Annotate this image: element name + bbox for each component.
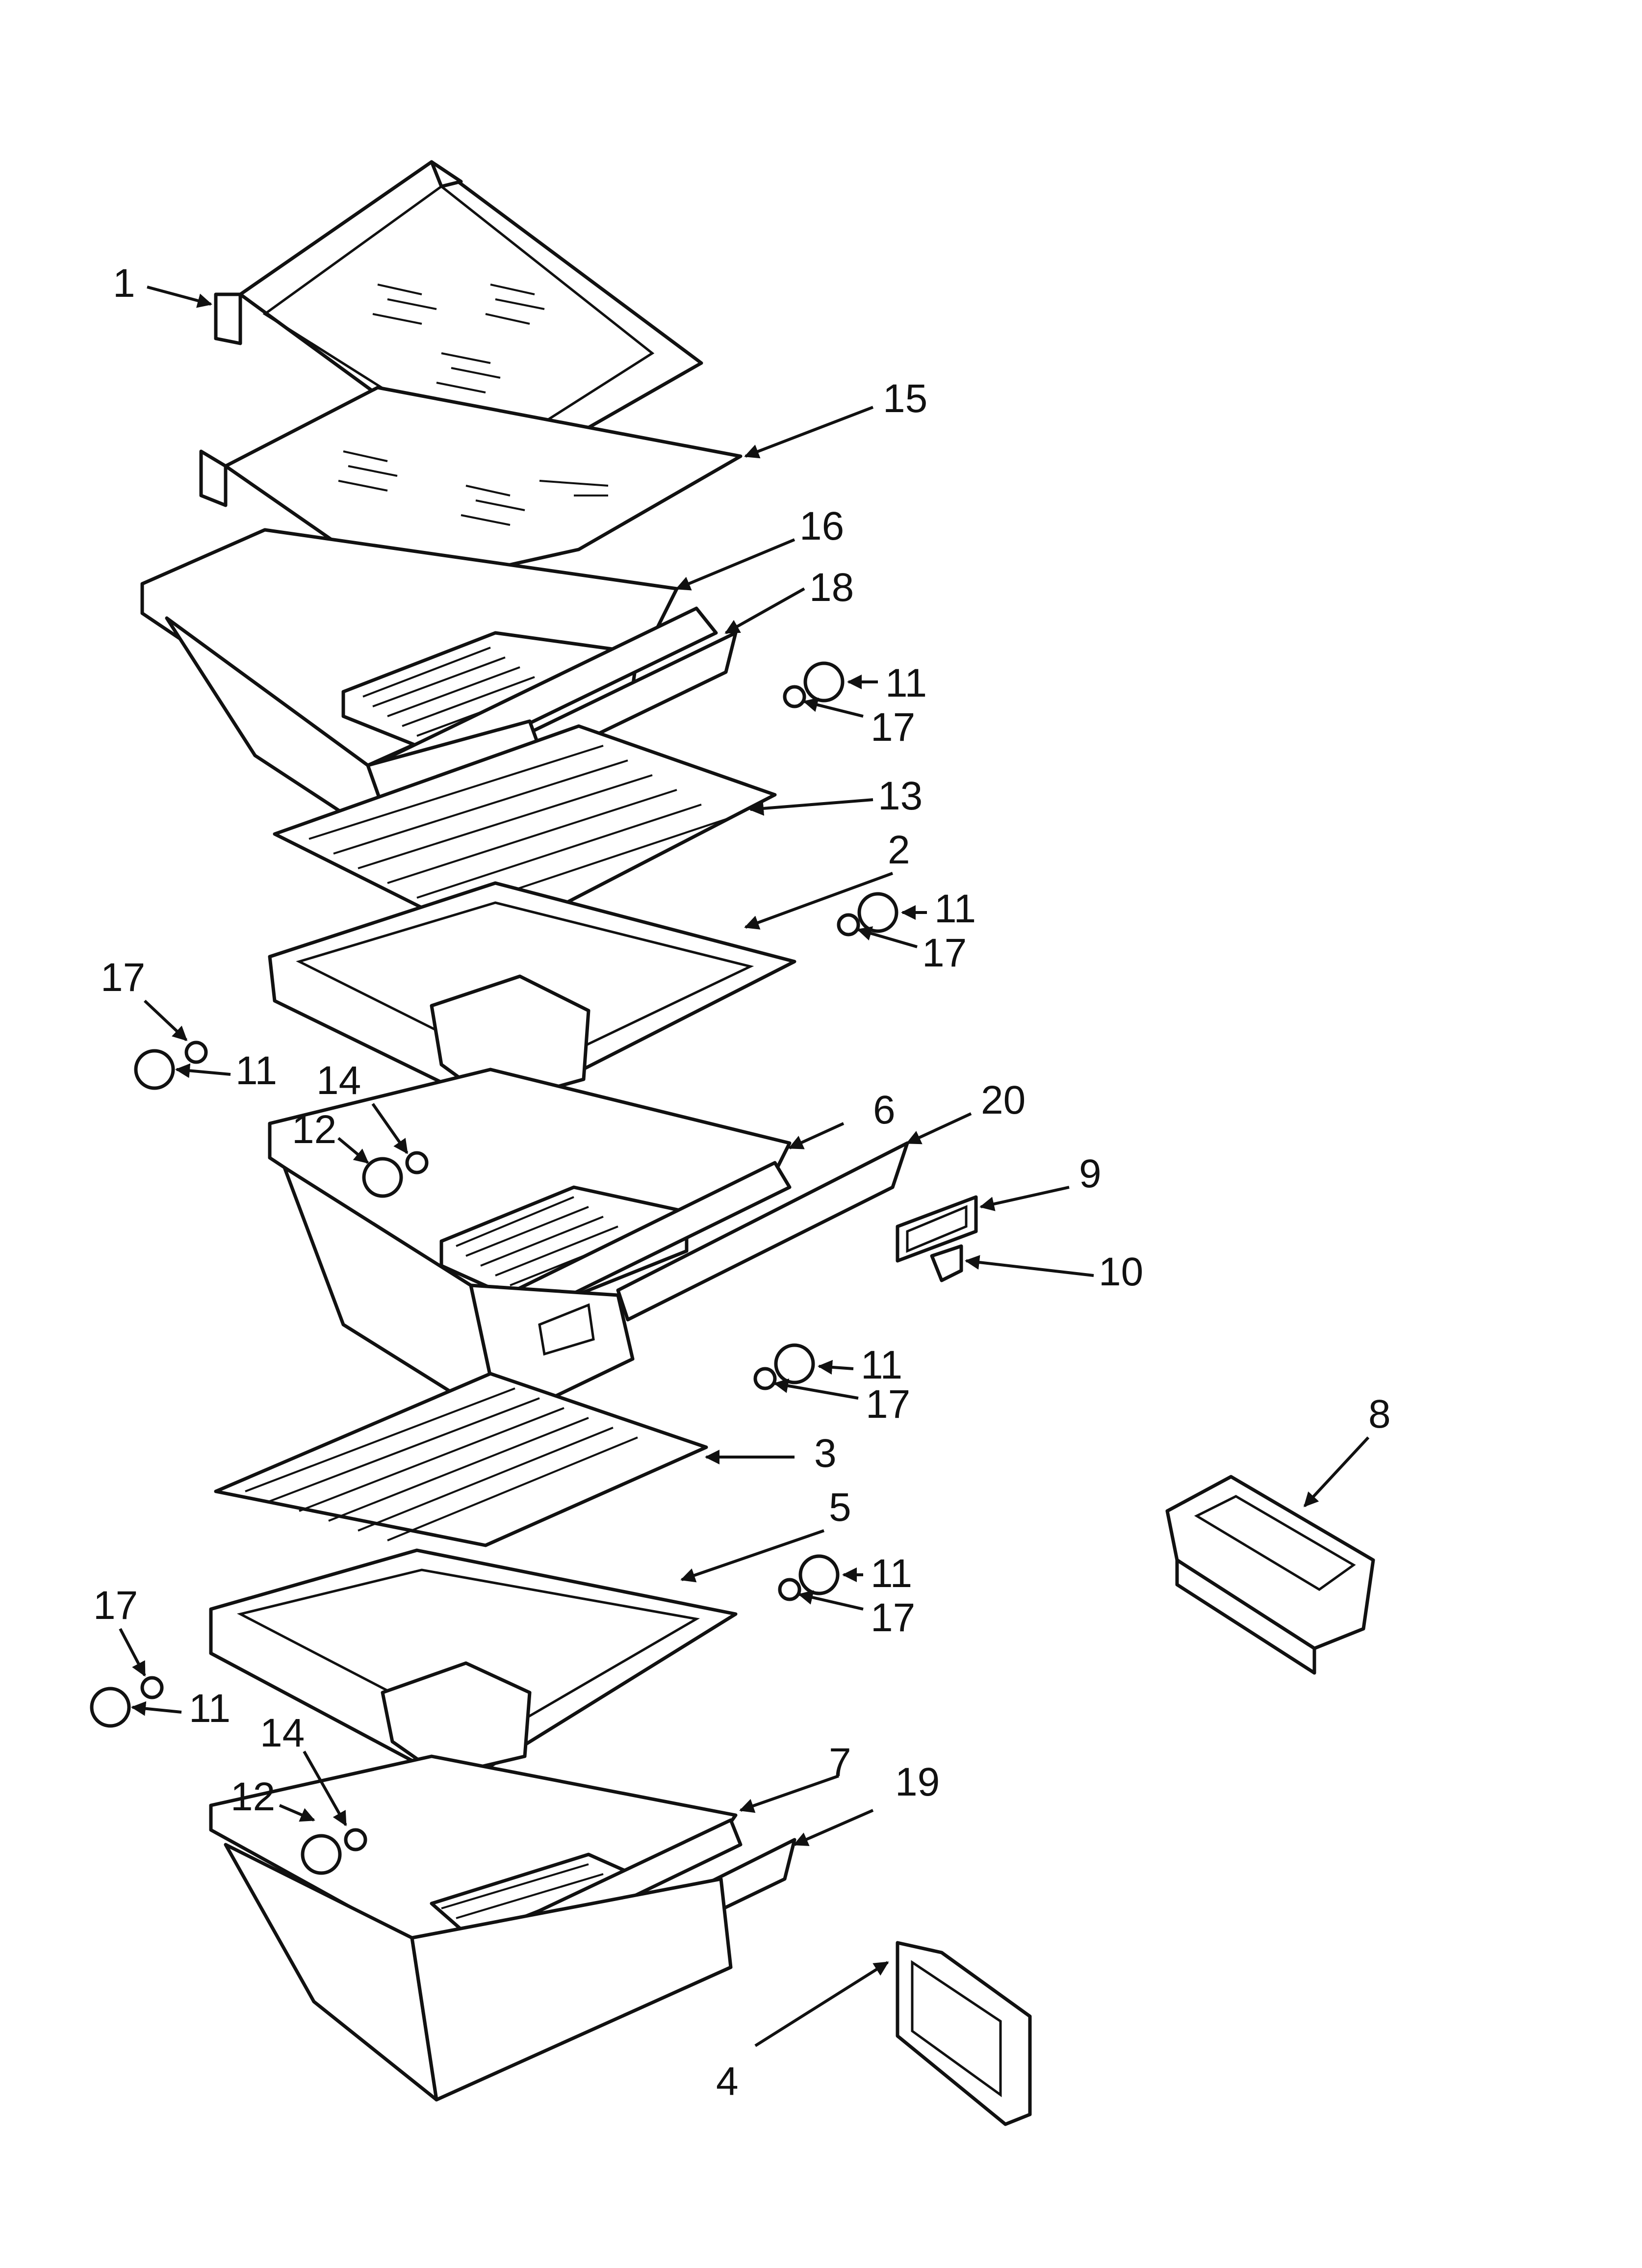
callout-20: 20 <box>981 1078 1026 1122</box>
part-8-bin <box>1165 1475 1375 1675</box>
callout-11: 11 <box>885 661 927 705</box>
callout-18: 18 <box>809 565 854 610</box>
leader-lines <box>119 286 1370 2047</box>
callout-11: 11 <box>871 1551 912 1596</box>
callout-17: 17 <box>101 955 145 1000</box>
callout-8: 8 <box>1368 1392 1391 1436</box>
callout-17: 17 <box>866 1382 910 1427</box>
part-7-lower-drawer <box>209 1754 796 2102</box>
callout-11: 11 <box>934 886 976 931</box>
callout-14: 14 <box>316 1058 361 1103</box>
callout-13: 13 <box>878 774 923 818</box>
callout-17: 17 <box>93 1583 138 1628</box>
callout-9: 9 <box>1079 1151 1102 1196</box>
callout-11: 11 <box>235 1048 277 1093</box>
callout-17: 17 <box>871 1595 915 1640</box>
callout-11: 11 <box>189 1686 231 1731</box>
part-9-clip <box>896 1195 978 1263</box>
part-4-panel <box>896 1941 1032 2126</box>
fasteners <box>90 661 898 1875</box>
callout-labels: 1 15 16 18 11 17 13 2 11 17 17 11 14 12 … <box>93 261 1391 2104</box>
callout-4: 4 <box>716 2059 739 2104</box>
callout-6: 6 <box>873 1088 896 1132</box>
callout-15: 15 <box>883 376 927 421</box>
callout-2: 2 <box>888 828 910 872</box>
callout-1: 1 <box>113 261 135 306</box>
callout-17: 17 <box>871 705 915 750</box>
part-10-tab <box>930 1244 963 1282</box>
callout-3: 3 <box>814 1431 837 1476</box>
callout-17: 17 <box>922 931 967 975</box>
part-13-glass-tray <box>273 724 777 944</box>
callout-10: 10 <box>1099 1250 1143 1294</box>
part-3-glass-tray <box>214 1372 708 1547</box>
callout-7: 7 <box>829 1740 851 1785</box>
callout-19: 19 <box>895 1760 940 1804</box>
callout-12: 12 <box>292 1107 336 1152</box>
callout-5: 5 <box>829 1485 851 1530</box>
callout-14: 14 <box>260 1711 305 1755</box>
callout-11: 11 <box>861 1343 902 1387</box>
callout-12: 12 <box>231 1774 275 1819</box>
callout-16: 16 <box>799 504 844 548</box>
